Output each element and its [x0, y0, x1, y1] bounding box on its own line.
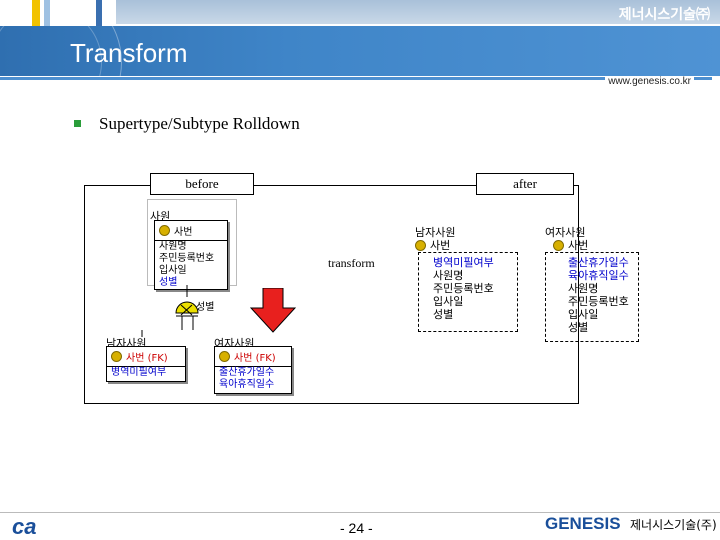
category-cross	[180, 304, 193, 316]
supertype-attr: 입사일	[159, 265, 187, 276]
bullet-icon	[74, 120, 81, 127]
subtype2-attr: 육아휴직일수	[219, 379, 275, 390]
after-entity1-attr: 성별	[433, 308, 454, 321]
supertype-discriminator: 성별	[159, 277, 178, 288]
ca-logo: ca	[12, 514, 37, 539]
after-entity1-attrs: 병역미필여부 사원명 주민등록번호 입사일 성별	[433, 256, 494, 321]
accent-bar-yellow	[32, 0, 40, 26]
after-entity1-attr: 병역미필여부	[433, 256, 494, 269]
subtype2-key: 사번 (FK)	[234, 353, 276, 364]
subtype2-entity: 사번 (FK) 출산휴가일수 육아휴직일수	[214, 346, 292, 394]
after-entity2-box	[545, 252, 639, 342]
supertype-key-row: 사번	[155, 221, 227, 241]
title-band	[0, 26, 720, 76]
after-entity1-box	[418, 252, 518, 332]
slide-title: Transform	[70, 38, 188, 68]
after-entity2-attrs: 출산휴가일수 육아휴직일수 사원명 주민등록번호 입사일 성별	[568, 256, 629, 334]
brand-korean: 제너시스기술㈜	[618, 7, 710, 23]
accent-bar-light	[44, 0, 50, 26]
after-entity2-attr: 주민등록번호	[568, 295, 629, 308]
category-label: 성별	[196, 302, 215, 313]
key-icon	[415, 239, 426, 251]
accent-bar-white	[110, 0, 116, 26]
after-label: after	[476, 173, 574, 195]
after-entity2-key-row: 사번	[553, 237, 588, 253]
title-rule	[0, 77, 712, 80]
bullet-text: Supertype/Subtype Rolldown	[99, 114, 300, 133]
footer-line	[0, 512, 720, 513]
after-entity2-key: 사번	[568, 239, 589, 252]
subtype1-entity: 사번 (FK) 병역미필여부	[106, 346, 186, 382]
subtype1-key-row: 사번 (FK)	[107, 347, 185, 367]
after-entity2-name: 여자사원	[545, 226, 586, 239]
key-icon	[219, 351, 230, 362]
diagram-frame	[84, 185, 579, 404]
before-connectors	[141, 285, 199, 337]
subtype1-attr: 병역미필여부	[111, 367, 167, 378]
category-symbol	[175, 301, 199, 314]
after-entity1-key: 사번	[430, 239, 451, 252]
after-entity2-attr: 성별	[568, 321, 589, 334]
top-strip	[115, 0, 720, 24]
key-icon	[111, 351, 122, 362]
supertype-key: 사번	[174, 227, 193, 238]
supertype-attr: 사원명	[159, 241, 187, 252]
after-entity2-attr: 입사일	[568, 308, 599, 321]
subtype1-key: 사번 (FK)	[126, 353, 168, 364]
genesis-logo-korean: 제너시스기술(주)	[630, 518, 717, 532]
supertype-entity: 사번 사원명 주민등록번호 입사일 성별	[154, 220, 228, 290]
key-icon	[159, 225, 170, 236]
after-entity1-name: 남자사원	[415, 226, 456, 239]
supertype-name: 사원	[150, 210, 171, 223]
after-entity2-attr: 사원명	[568, 282, 599, 295]
after-entity1-attr: 주민등록번호	[433, 282, 494, 295]
after-entity1-key-row: 사번	[415, 237, 450, 253]
subtype2-key-row: 사번 (FK)	[215, 347, 291, 367]
after-entity1-attr: 입사일	[433, 295, 464, 308]
key-icon	[553, 239, 564, 251]
accent-bar-blue	[96, 0, 102, 26]
page-number: - 24 -	[340, 520, 373, 536]
after-entity2-attr: 출산휴가일수	[568, 256, 629, 269]
supertype-attr: 주민등록번호	[159, 253, 215, 264]
transform-label: transform	[328, 256, 375, 270]
before-label: before	[150, 173, 254, 195]
genesis-logo: GENESIS	[545, 514, 621, 533]
after-entity2-attr: 육아휴직일수	[568, 269, 629, 282]
subtype2-attr: 출산휴가일수	[219, 367, 275, 378]
transform-arrow-icon	[250, 288, 296, 333]
website-url: www.genesis.co.kr	[605, 76, 694, 87]
after-entity1-attr: 사원명	[433, 269, 464, 282]
